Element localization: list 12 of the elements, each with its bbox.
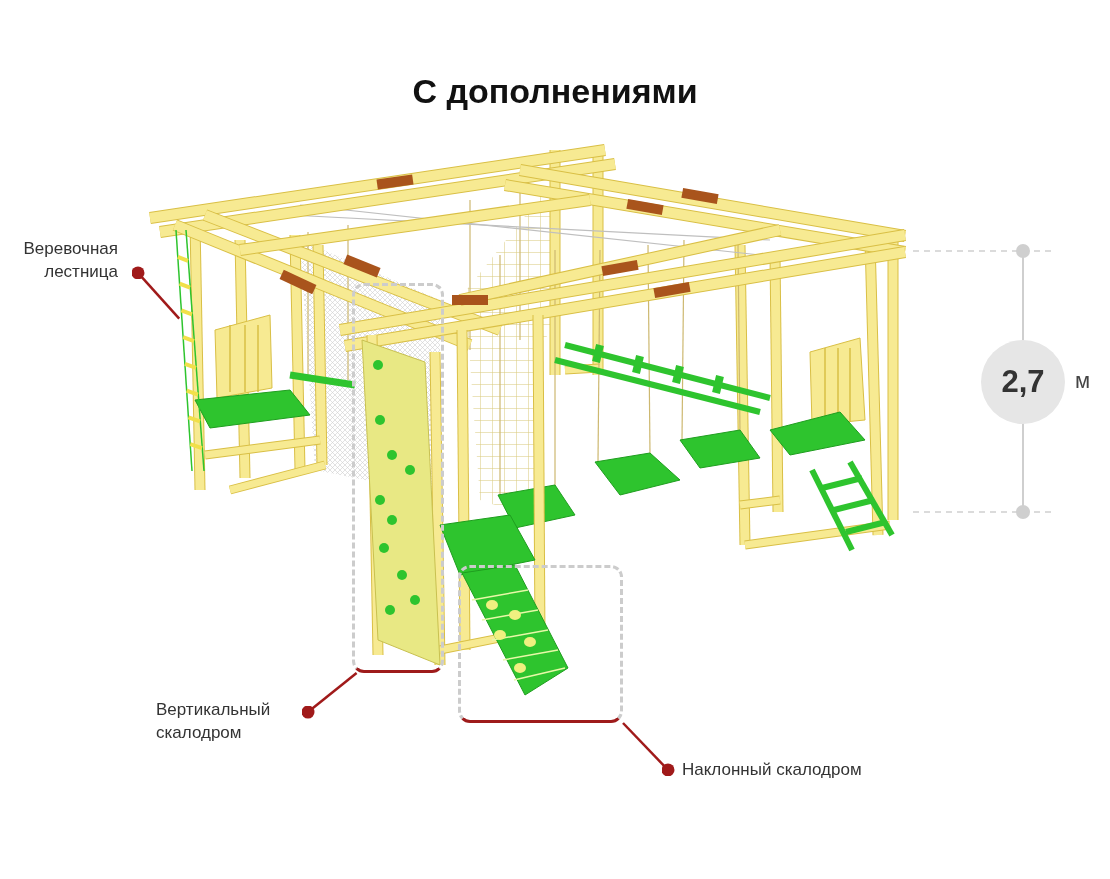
dimension-value: 2,7 — [1001, 364, 1045, 400]
leader-line — [131, 266, 181, 320]
highlight-frame — [458, 565, 623, 723]
title: С дополнениями — [411, 72, 699, 111]
callout-label: Веревочная лестница — [22, 238, 118, 283]
callout-label: Наклонный скалодром — [682, 759, 863, 781]
highlight-frame — [352, 283, 444, 673]
callout-label: Вертикальный скалодром — [156, 699, 272, 744]
leader-line — [301, 672, 358, 719]
leader-line — [622, 722, 675, 777]
rope-ladder-drawing — [172, 228, 208, 473]
unit-label: м — [1075, 368, 1091, 394]
